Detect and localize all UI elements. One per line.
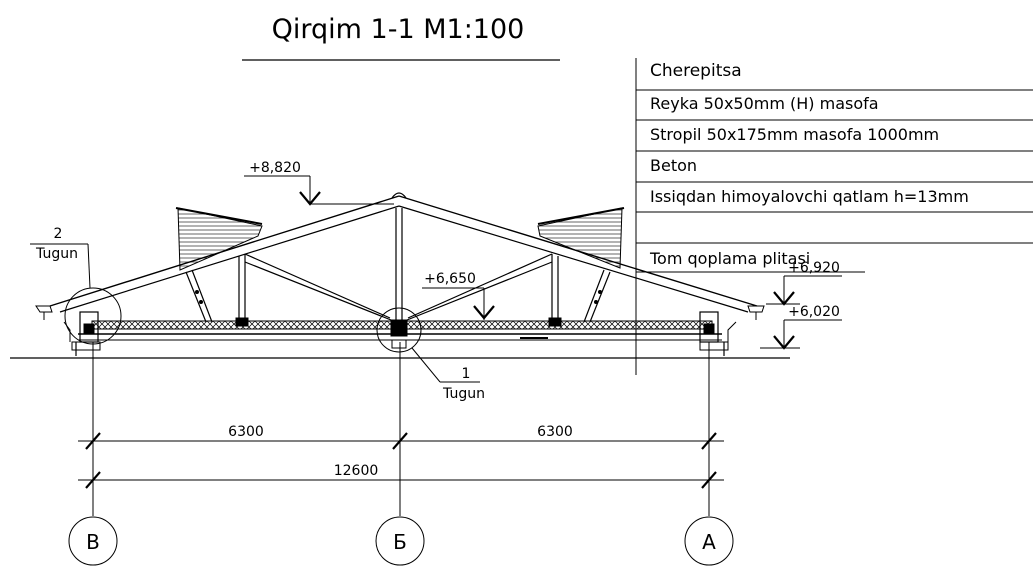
dim-total-span: 12600 (334, 463, 379, 479)
svg-text:Tugun: Tugun (442, 386, 485, 402)
legend-item-4: Beton (650, 156, 697, 175)
svg-text:В: В (86, 530, 100, 554)
dimension-row-1 (78, 432, 724, 450)
node-2-callout: 2 Tugun (30, 226, 91, 289)
drawing-title: Qirqim 1-1 M1:100 (272, 14, 525, 45)
legend-item-2: Reyka 50x50mm (H) masofa (650, 94, 879, 113)
elevation-eave: +6,920 (766, 260, 842, 306)
legend-item-1: Cherepitsa (650, 61, 742, 81)
node-1-callout: 1 Tugun (411, 347, 485, 402)
legend-item-5: Issiqdan himoyalovchi qatlam h=13mm (650, 187, 969, 206)
legend-item-6: Tom qoplama plitasi (649, 249, 810, 268)
svg-text:Б: Б (393, 530, 407, 554)
svg-text:+8,820: +8,820 (249, 160, 301, 176)
svg-text:1: 1 (462, 366, 471, 382)
node-1-circle (376, 307, 422, 353)
axis-bubble-b: Б (375, 516, 425, 566)
legend-item-3: Stropil 50x175mm masofa 1000mm (650, 125, 939, 144)
svg-text:+6,920: +6,920 (788, 260, 840, 276)
svg-text:А: А (702, 530, 716, 554)
elevation-ceiling: +6,650 (422, 271, 495, 320)
dim-right-span: 6300 (537, 424, 573, 440)
layer-legend: Cherepitsa Reyka 50x50mm (H) masofa Stro… (635, 58, 1033, 273)
elevation-ridge: +8,820 (244, 160, 394, 206)
axis-bubble-a: А (684, 516, 734, 566)
svg-text:+6,020: +6,020 (788, 304, 840, 320)
roof-truss (35, 192, 765, 356)
dim-left-span: 6300 (228, 424, 264, 440)
svg-text:+6,650: +6,650 (424, 271, 476, 287)
svg-text:2: 2 (54, 226, 63, 242)
svg-text:Tugun: Tugun (35, 246, 78, 262)
dimension-row-2 (78, 471, 724, 489)
node-2-circle (64, 287, 122, 345)
elevation-wall-top: +6,020 (760, 304, 842, 350)
axis-bubble-v: В (68, 516, 118, 566)
